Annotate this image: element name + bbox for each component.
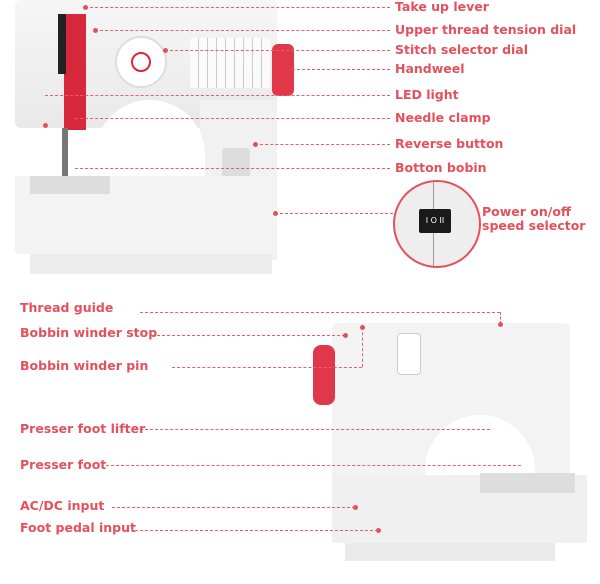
bottom-plate: [30, 254, 272, 274]
label-presser-foot-lifter: Presser foot lifter: [20, 421, 146, 436]
stitch-selector-dial: [115, 36, 167, 88]
power-switch: I O II: [419, 209, 451, 233]
side-handwheel: [313, 345, 335, 405]
thread-spool: [397, 333, 421, 375]
front-machine-image: [0, 0, 300, 280]
label-botton-bobin: Botton bobin: [395, 160, 487, 175]
label-reverse-button: Reverse button: [395, 136, 504, 151]
label-ac-dc-input: AC/DC input: [20, 498, 105, 513]
side-machine-image: [305, 315, 587, 575]
label-bobbin-winder-pin: Bobbin winder pin: [20, 358, 149, 373]
side-needle-plate: [480, 473, 575, 493]
label-handweel: Handweel: [395, 61, 465, 76]
label-stitch-selector-dial: Stitch selector dial: [395, 42, 529, 57]
red-side-panel: [64, 14, 86, 130]
dial-center-icon: [131, 52, 151, 72]
label-upper-thread-tension-dial: Upper thread tension dial: [395, 22, 577, 37]
label-power-line2: speed selector: [482, 218, 586, 233]
label-take-up-lever: Take up lever: [395, 0, 489, 14]
black-trim: [58, 14, 66, 74]
label-led-light: LED light: [395, 87, 459, 102]
stitch-pattern-chart: [190, 38, 270, 88]
side-bottom-plate: [345, 543, 555, 561]
label-presser-foot: Presser foot: [20, 457, 107, 472]
power-switch-callout: I O II: [393, 180, 481, 268]
label-needle-clamp: Needle clamp: [395, 110, 491, 125]
handwheel: [272, 44, 294, 96]
label-bobbin-winder-stop: Bobbin winder stop: [20, 325, 158, 340]
label-foot-pedal-input: Foot pedal input: [20, 520, 136, 535]
needle-bar: [62, 128, 68, 178]
label-power-line1: Power on/off: [482, 204, 572, 219]
label-thread-guide: Thread guide: [20, 300, 114, 315]
needle-plate: [30, 176, 110, 194]
